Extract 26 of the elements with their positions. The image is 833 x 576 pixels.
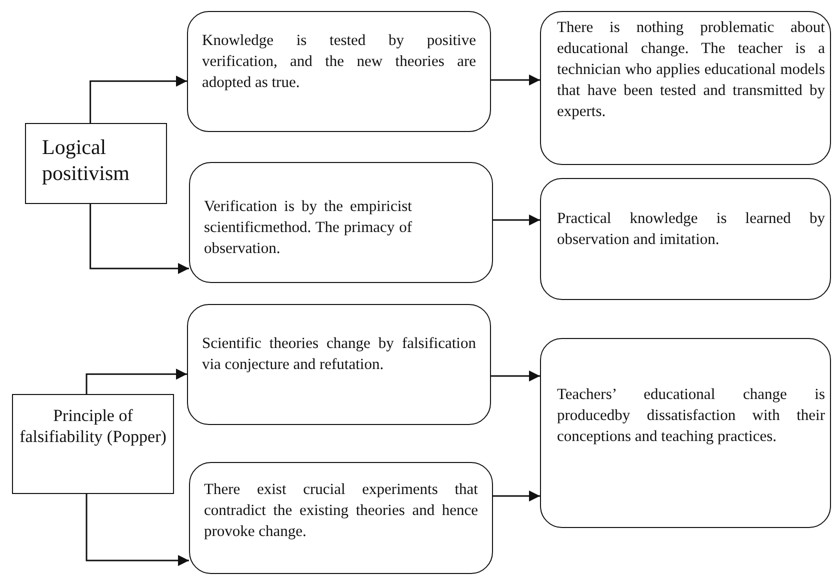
- box-text: There exist crucial experiments that contradict the existing theories and hence provoke change.: [204, 480, 478, 542]
- rounded-box: [187, 304, 491, 425]
- rounded-box: [540, 338, 831, 528]
- arrow: [90, 76, 187, 123]
- arrow: [493, 490, 540, 502]
- box-text: Knowledge is tested by positive verification, and the new theories are adopted as true.: [202, 31, 476, 93]
- rounded-box: [540, 178, 831, 300]
- box-text: Scientific theories change by falsification via conjecture and refutation.: [202, 334, 476, 375]
- rounded-box: [189, 462, 493, 574]
- box-text: Principle of falsifiability (Popper): [18, 405, 168, 447]
- rounded-box: [187, 11, 491, 132]
- arrow: [491, 74, 540, 86]
- box-text: Practical knowledge is learned by observation and imitation.: [557, 209, 825, 250]
- box-text: There is nothing problematic about educational change. The teacher is a technician who applies educational models that have been tested and transmitted by experts.: [557, 18, 825, 122]
- box-text: Teachers’ educational change is producedby dissatisfaction with their conceptions and teaching practices.: [557, 385, 825, 447]
- arrow: [86, 368, 187, 394]
- rounded-box: [540, 11, 831, 165]
- box: [12, 394, 174, 494]
- rounded-box: [189, 162, 493, 283]
- arrow: [493, 214, 540, 226]
- box-text: Verification is by the empiricist scientificmethod. The primacy of observation.: [204, 197, 412, 259]
- arrow: [86, 494, 189, 566]
- arrow: [491, 370, 540, 382]
- box: [25, 123, 167, 204]
- box-text: Logical positivism: [42, 134, 131, 186]
- arrow: [90, 204, 189, 274]
